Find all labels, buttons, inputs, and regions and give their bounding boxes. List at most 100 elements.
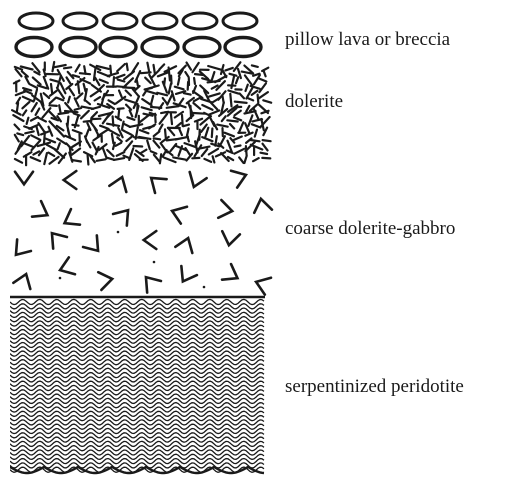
- dolerite-dash: [248, 98, 254, 100]
- dolerite-dash: [183, 125, 189, 127]
- dolerite-dash: [154, 132, 160, 137]
- dolerite-dash: [147, 141, 150, 150]
- dolerite-dash: [78, 81, 80, 93]
- dolerite-dash: [167, 95, 172, 105]
- dolerite-dash: [33, 78, 41, 85]
- dolerite-dash: [84, 84, 86, 91]
- pillow-ellipse: [142, 38, 178, 57]
- dolerite-dash: [125, 141, 133, 150]
- dolerite-dash: [126, 91, 131, 96]
- dolerite-dash: [24, 152, 32, 157]
- gabbro-chevron: [222, 264, 242, 286]
- dolerite-dash: [17, 133, 23, 135]
- pillow-ellipse: [103, 13, 137, 29]
- gabbro-chevron: [185, 172, 206, 190]
- dolerite-dash: [262, 158, 270, 159]
- dolerite-dash: [235, 102, 247, 103]
- dolerite-dash: [235, 146, 241, 147]
- gabbro-chevron: [231, 166, 249, 187]
- dolerite-dash: [86, 129, 89, 136]
- gabbro-dot: [117, 231, 120, 234]
- dolerite-dash: [17, 103, 18, 112]
- dolerite-dash: [50, 80, 57, 82]
- gabbro-chevron: [218, 200, 234, 220]
- gabbro-chevron: [60, 209, 80, 231]
- dolerite-dash: [169, 68, 170, 81]
- dolerite-dash: [70, 89, 75, 96]
- dolerite-dash: [160, 114, 168, 124]
- serpentinite-wave-pattern: [10, 299, 264, 473]
- dolerite-dash: [154, 155, 160, 162]
- dolerite-dash: [157, 93, 167, 96]
- dolerite-dash: [217, 125, 228, 127]
- dolerite-dash: [112, 134, 114, 143]
- dolerite-dash: [184, 93, 191, 94]
- dolerite-dash: [110, 66, 111, 74]
- dolerite-dash: [53, 65, 66, 67]
- dolerite-dash: [154, 141, 160, 148]
- dolerite-dash: [97, 159, 106, 161]
- gabbro-dot: [203, 286, 206, 289]
- dolerite-dash: [145, 78, 151, 83]
- dolerite-dash: [51, 84, 52, 94]
- gabbro-chevron: [83, 235, 105, 256]
- dolerite-dash: [201, 125, 207, 132]
- dolerite-dash: [245, 133, 252, 136]
- dolerite-dash: [148, 86, 158, 89]
- dolerite-dash: [159, 64, 164, 69]
- pillow-ellipse: [184, 38, 220, 57]
- dolerite-dash: [160, 154, 161, 163]
- label-pillow-lava: pillow lava or breccia: [285, 30, 450, 49]
- dolerite-dash: [259, 83, 266, 92]
- dolerite-dash: [193, 63, 199, 72]
- gabbro-chevron: [175, 235, 196, 253]
- dolerite-dash: [76, 65, 80, 72]
- dolerite-dash: [27, 118, 29, 124]
- dolerite-dash: [15, 159, 22, 163]
- dolerite-dash: [208, 66, 220, 70]
- dolerite-dash: [67, 77, 71, 83]
- dolerite-dash: [185, 143, 197, 147]
- dolerite-dash: [151, 96, 153, 104]
- dolerite-dash: [148, 91, 158, 94]
- dolerite-dash: [125, 100, 136, 103]
- pillow-ellipse: [60, 38, 96, 57]
- gabbro-chevron: [145, 171, 166, 193]
- gabbro-chevron: [253, 273, 271, 294]
- pillow-ellipse: [16, 38, 52, 57]
- dolerite-dash: [139, 115, 149, 123]
- gabbro-chevron: [45, 227, 67, 248]
- dolerite-dash: [246, 88, 252, 99]
- dolerite-dash: [49, 105, 56, 106]
- dolerite-dash: [59, 105, 60, 112]
- dolerite-dash: [185, 72, 188, 77]
- dolerite-dash: [234, 137, 242, 140]
- dolerite-dash: [108, 129, 119, 135]
- dolerite-dash: [123, 87, 135, 88]
- dolerite-dash: [252, 65, 258, 67]
- dolerite-dash: [212, 129, 213, 138]
- dolerite-dash: [100, 80, 108, 83]
- dolerite-dash: [239, 157, 243, 163]
- pillow-ellipse: [225, 38, 261, 57]
- dolerite-dash: [113, 77, 114, 87]
- dolerite-dash: [23, 97, 34, 102]
- gabbro-chevron: [144, 231, 157, 249]
- dolerite-dash: [87, 141, 91, 148]
- dolerite-dash: [38, 123, 44, 132]
- dolerite-dash: [234, 117, 241, 120]
- dolerite-dash: [225, 68, 232, 71]
- dolerite-dash: [23, 110, 27, 115]
- dolerite-dash: [74, 114, 80, 116]
- dolerite-dash: [202, 105, 212, 110]
- dolerite-dash: [108, 73, 118, 76]
- gabbro-chevron: [9, 239, 31, 260]
- dolerite-dash: [73, 75, 79, 77]
- dolerite-dash: [220, 136, 225, 145]
- dolerite-dash: [182, 115, 183, 126]
- dolerite-dash: [92, 112, 98, 118]
- dolerite-dash: [193, 103, 200, 109]
- dolerite-dash: [33, 151, 39, 154]
- dolerite-dash: [80, 73, 90, 74]
- dolerite-dash: [126, 105, 131, 110]
